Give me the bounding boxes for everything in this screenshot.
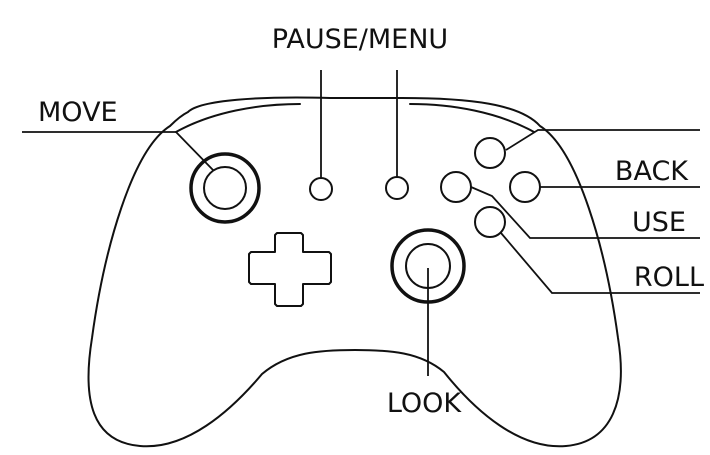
label-move: MOVE bbox=[38, 97, 118, 128]
dpad[interactable] bbox=[248, 232, 332, 307]
label-use: USE bbox=[632, 207, 686, 238]
label-back: BACK bbox=[615, 156, 689, 187]
right-bumper-contour bbox=[409, 103, 535, 133]
left-bumper-contour bbox=[175, 103, 301, 133]
move-stick[interactable] bbox=[189, 152, 261, 224]
face-button-left[interactable] bbox=[440, 171, 472, 203]
face-button-right[interactable] bbox=[509, 171, 541, 203]
pause-button[interactable] bbox=[309, 177, 333, 201]
roll-leader-line bbox=[500, 232, 700, 294]
label-roll: ROLL bbox=[634, 262, 704, 293]
move-leader-line bbox=[22, 131, 214, 171]
label-look: LOOK bbox=[387, 388, 463, 419]
use-leader-line bbox=[470, 186, 700, 239]
top-button-leader-line bbox=[505, 129, 700, 151]
face-button-top[interactable] bbox=[474, 137, 506, 169]
controller-body bbox=[87, 96, 622, 448]
label-pause-menu: PAUSE/MENU bbox=[272, 24, 448, 55]
menu-button[interactable] bbox=[385, 176, 409, 200]
face-button-bottom[interactable] bbox=[474, 206, 506, 238]
